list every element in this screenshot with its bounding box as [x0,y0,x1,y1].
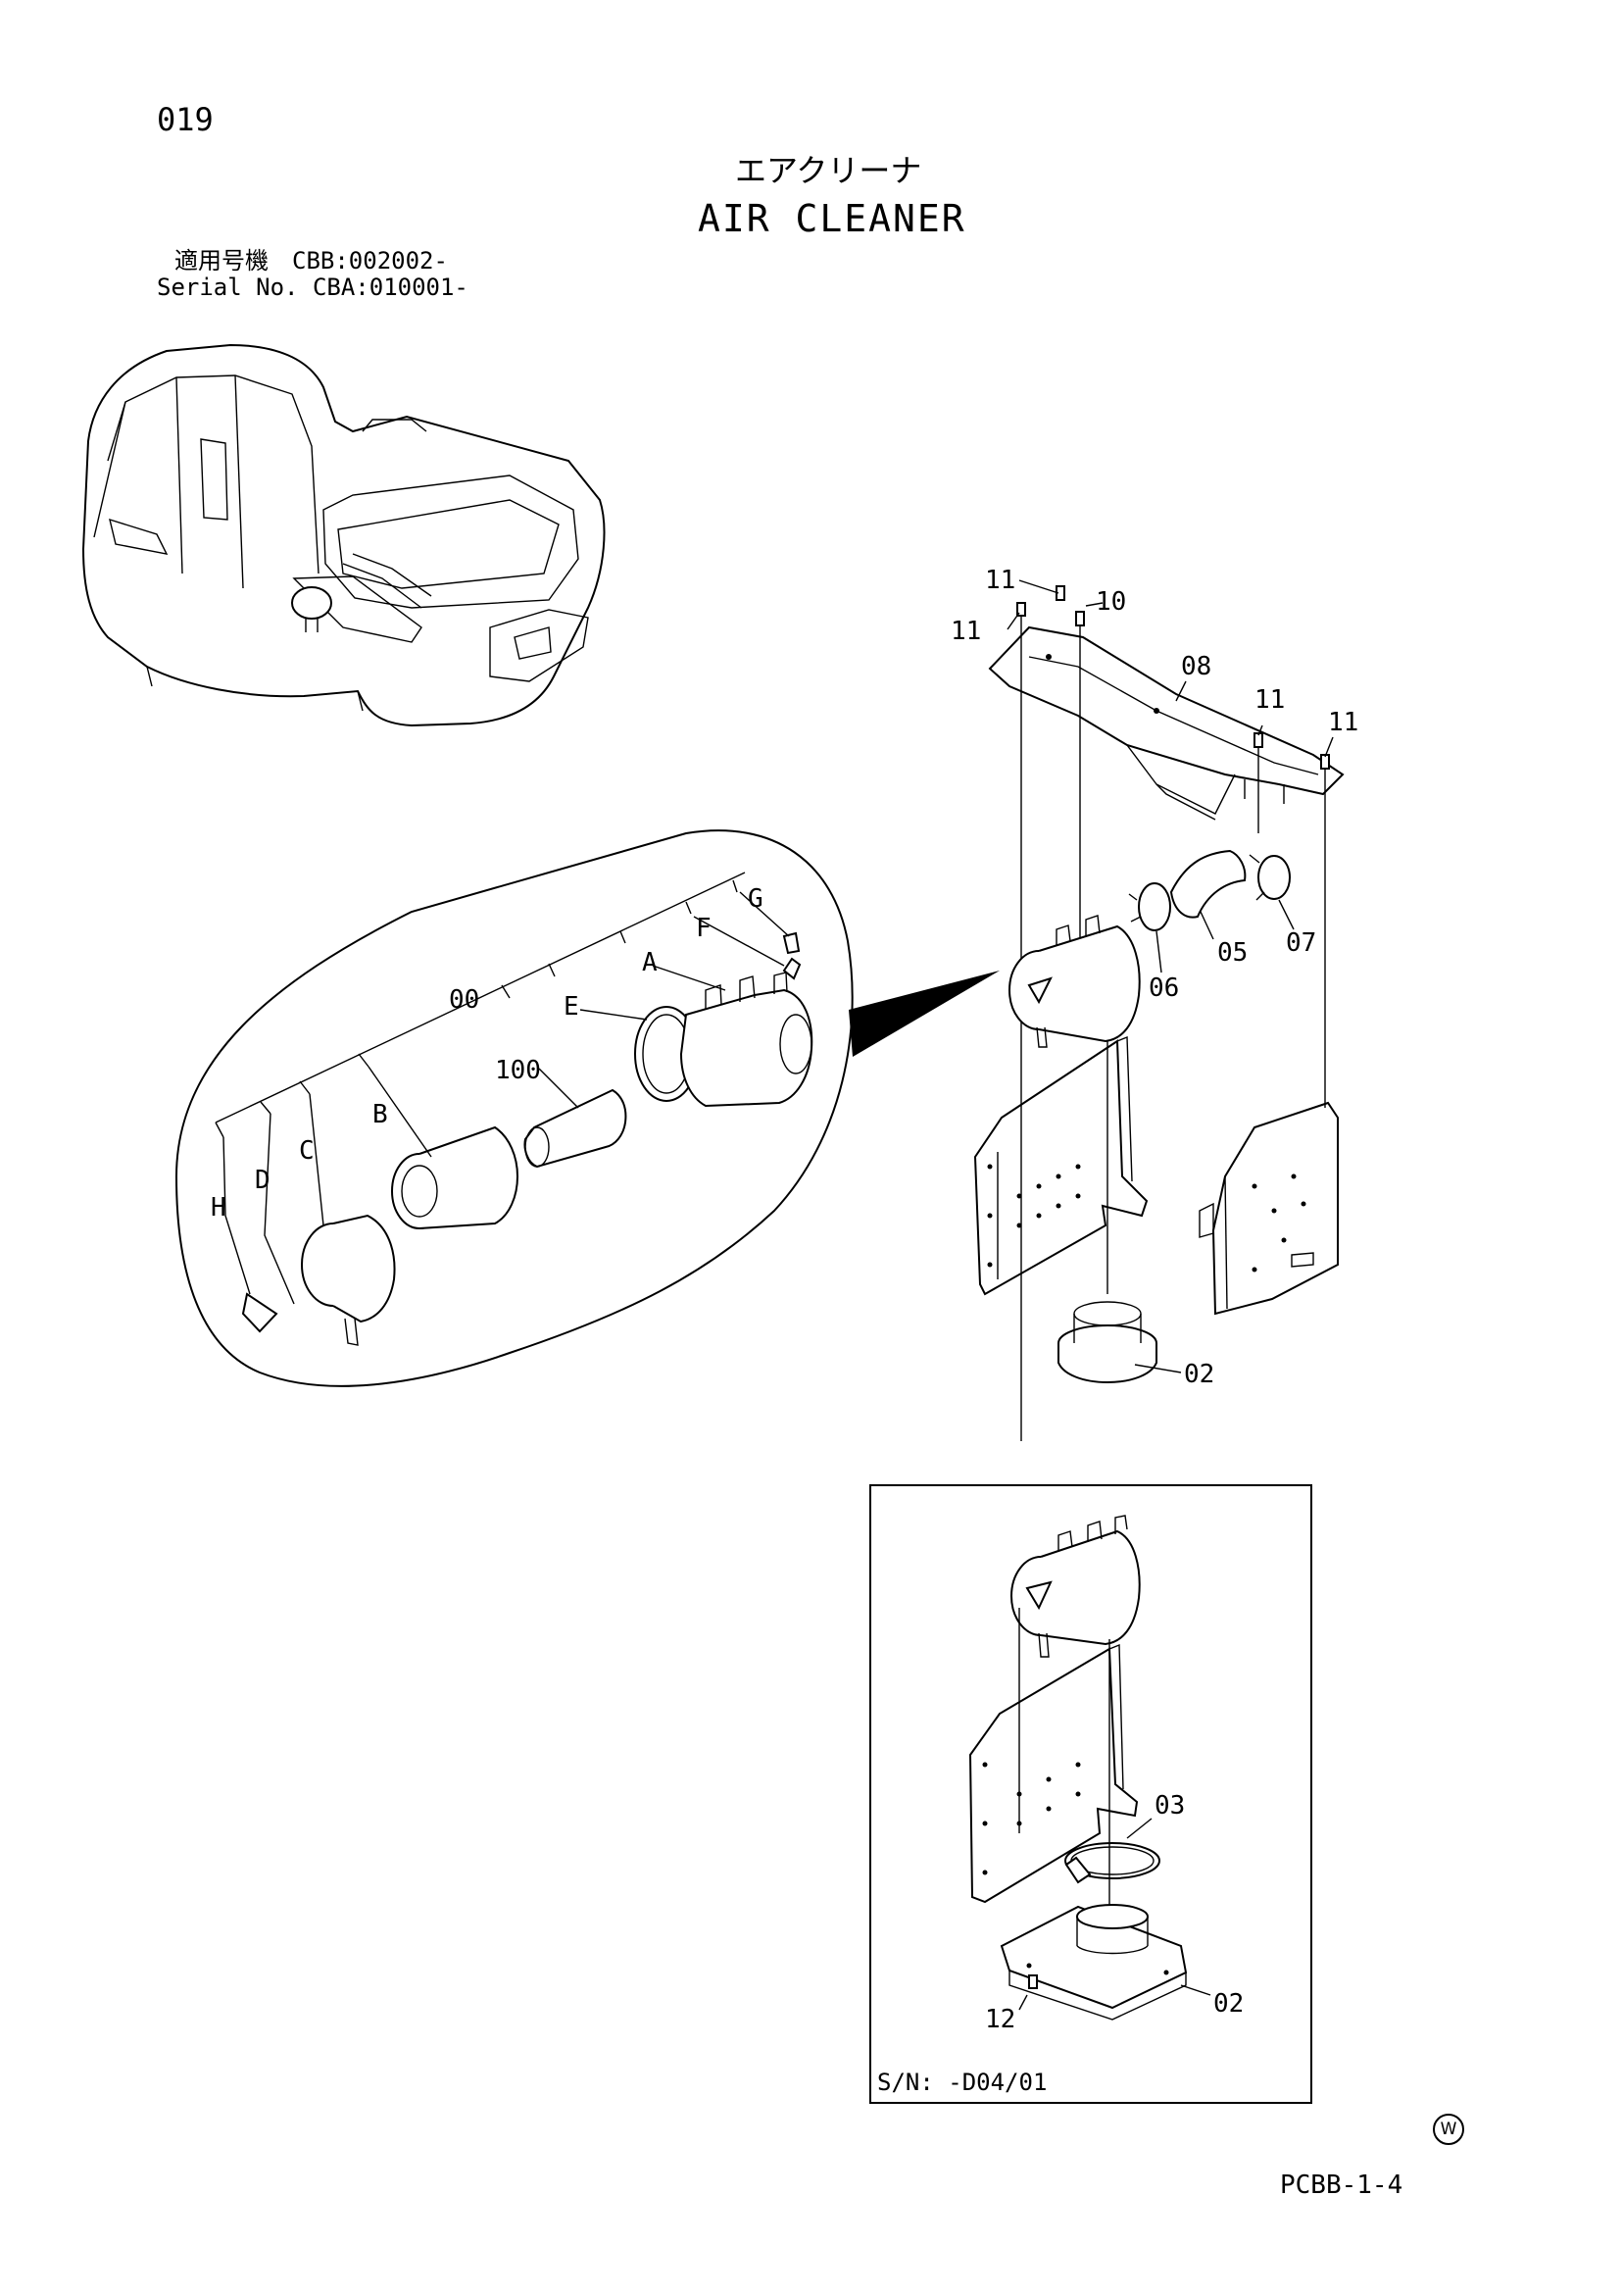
detail-exploded-view [174,829,854,1387]
label-C: C [299,1136,315,1166]
label-02-main: 02 [1184,1360,1214,1389]
label-F: F [696,914,712,943]
watermark-symbol: W [1433,2114,1464,2145]
label-H: H [211,1193,226,1223]
label-11-top: 11 [985,566,1015,595]
label-05: 05 [1217,938,1248,968]
main-assembly [973,579,1345,1441]
inset-caption: S/N: -D04/01 [877,2069,1047,2096]
label-11-right2: 11 [1328,708,1358,737]
label-08: 08 [1181,652,1211,681]
label-A: A [642,948,658,977]
title-japanese: エアクリーナ [735,152,922,189]
label-02-inset: 02 [1213,1989,1244,2019]
label-G: G [748,884,763,914]
label-D: D [255,1166,270,1195]
serial-applicable-english: Serial No. CBA:010001- [157,274,468,301]
title-english: AIR CLEANER [698,197,966,240]
label-B: B [372,1100,388,1129]
label-12-inset: 12 [985,2005,1015,2034]
serial-applicable-japanese: 適用号機 CBB:002002- [174,247,448,275]
label-03-inset: 03 [1155,1791,1185,1821]
inset-variant [869,1484,1312,2104]
label-07: 07 [1286,928,1316,958]
label-10: 10 [1096,587,1126,617]
excavator-overview [81,343,606,727]
label-00: 00 [449,985,479,1015]
detail-pointer [849,971,1000,1057]
label-E: E [564,992,579,1022]
label-06: 06 [1149,973,1179,1003]
page-number: 019 [157,101,214,138]
label-100: 100 [495,1056,541,1085]
document-code: PCBB-1-4 [1280,2171,1403,2200]
label-11-right1: 11 [1254,685,1285,715]
label-11-left: 11 [951,617,981,646]
